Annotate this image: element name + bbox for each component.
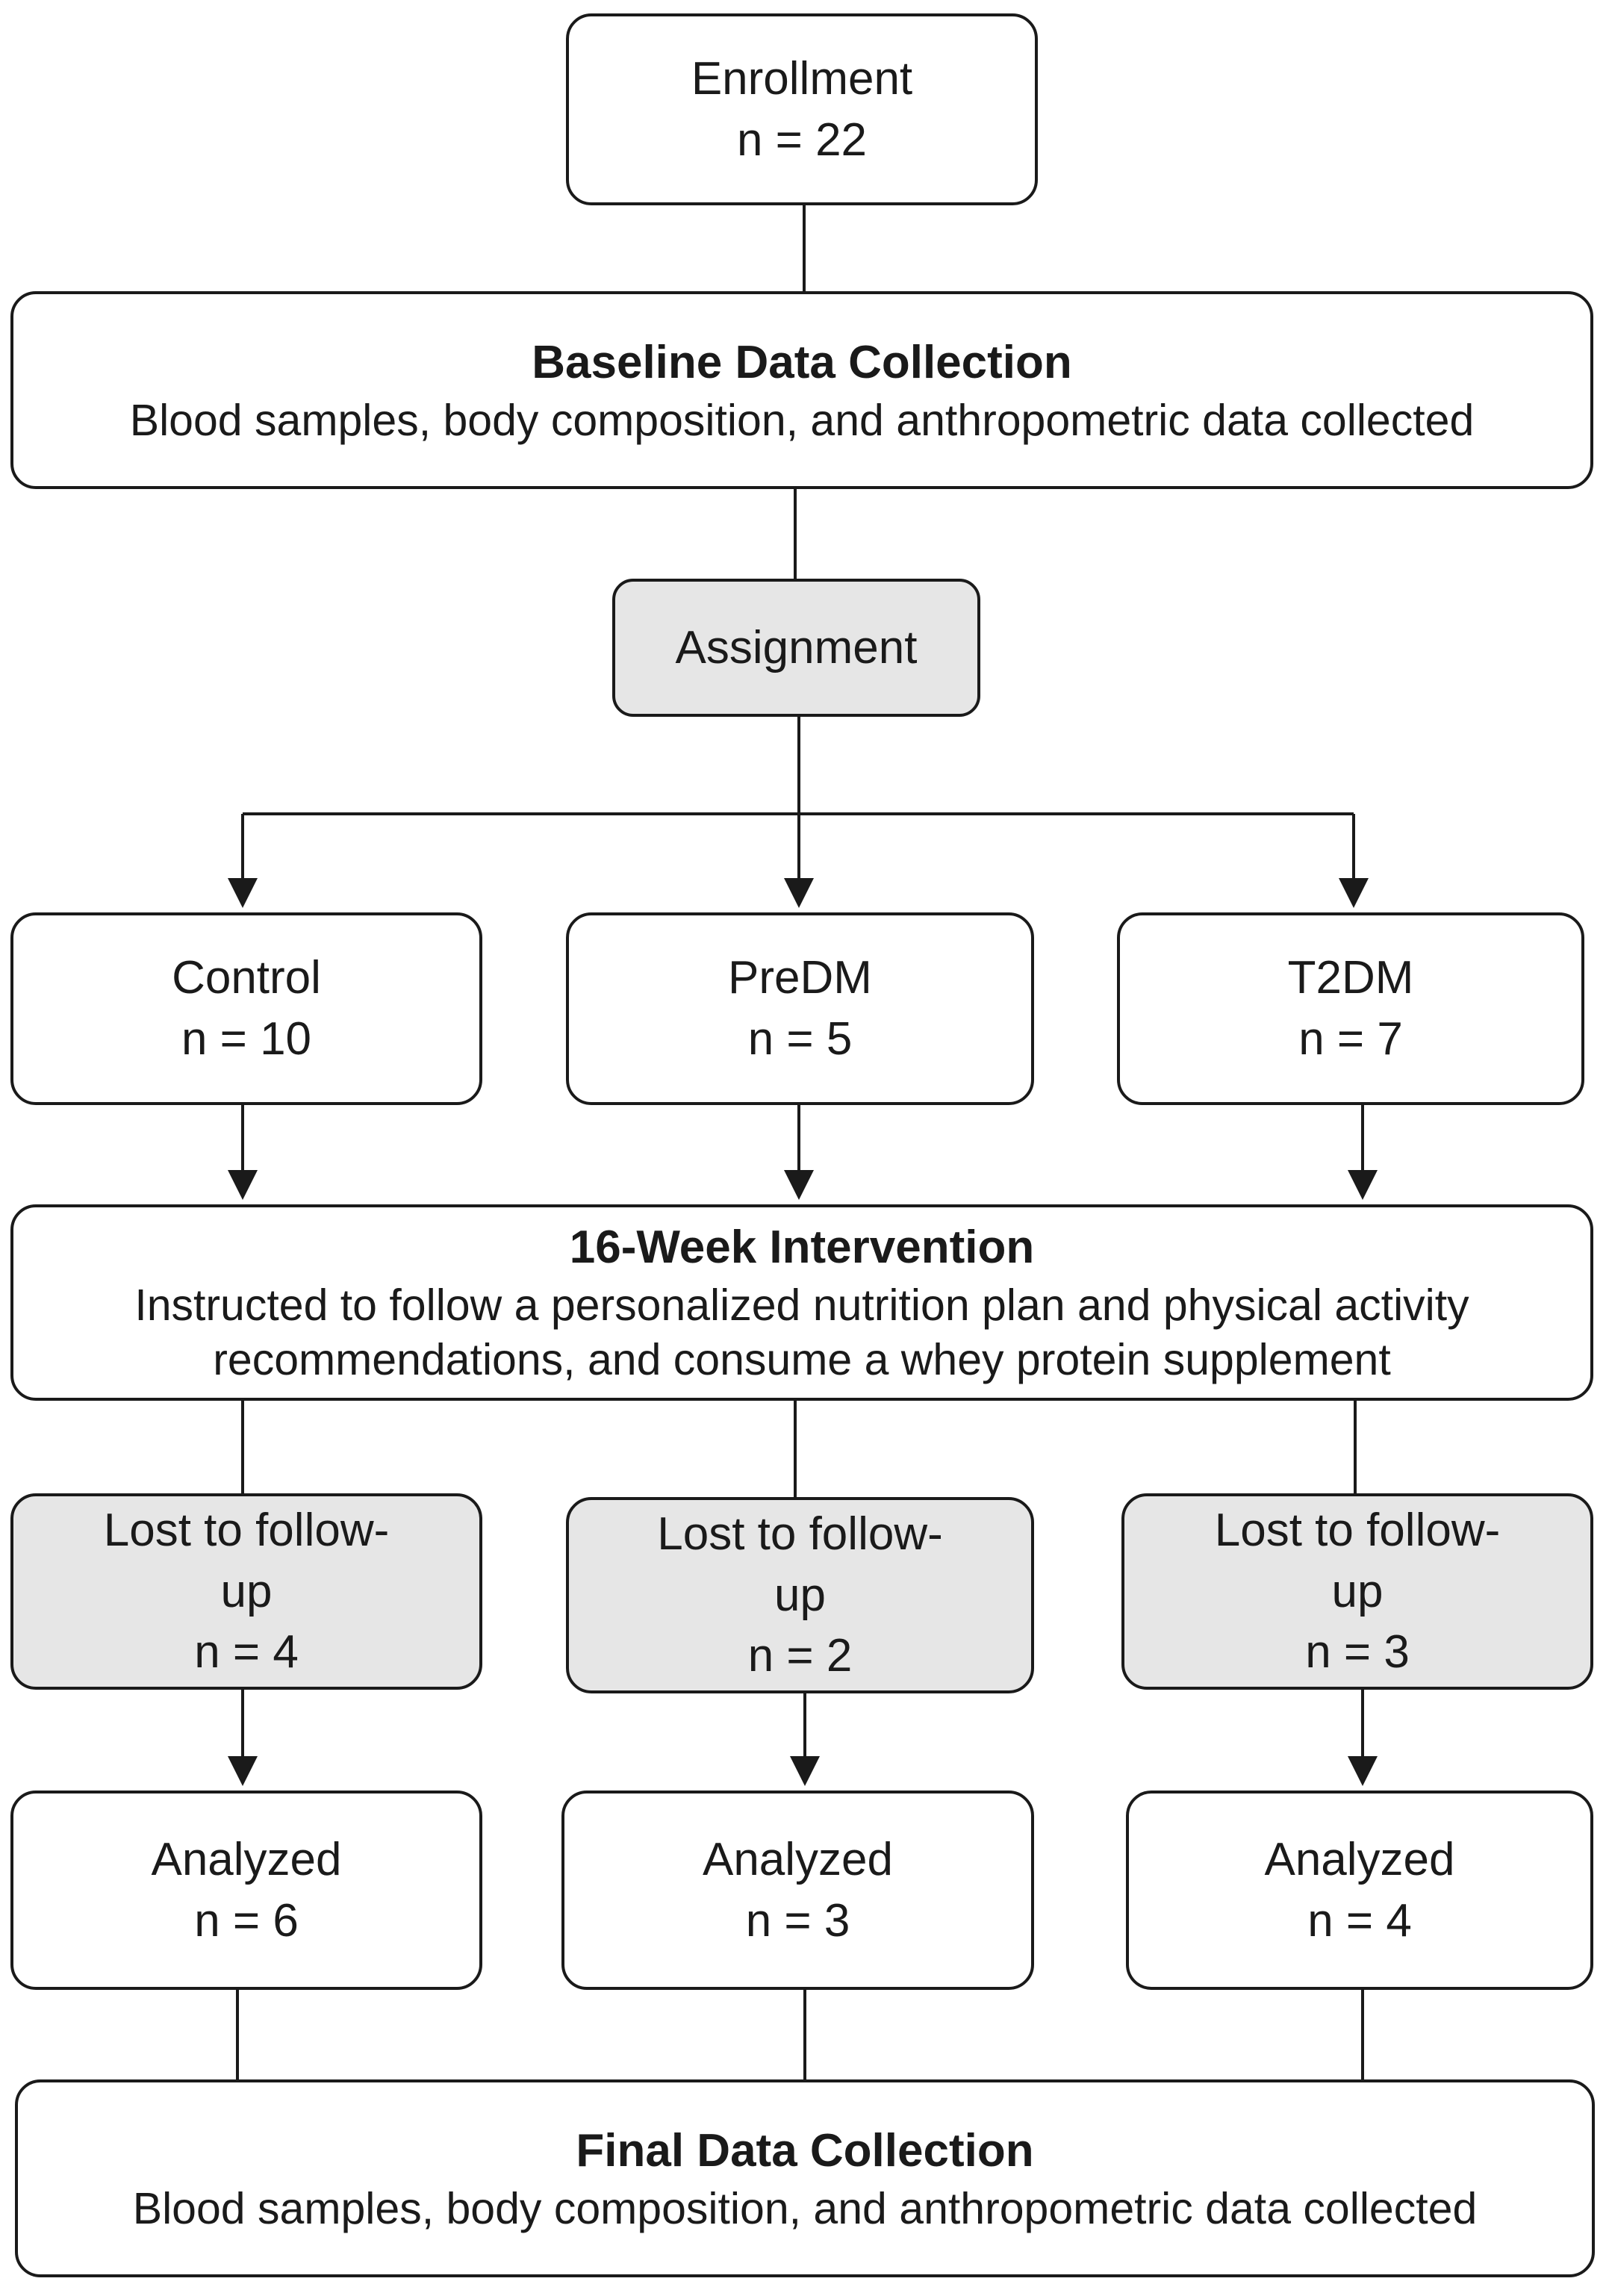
final-title: Final Data Collection <box>576 2124 1034 2177</box>
analyzed-count: n = 6 <box>194 1894 299 1947</box>
baseline-box: Baseline Data Collection Blood samples, … <box>10 291 1593 489</box>
final-description: Blood samples, body composition, and ant… <box>132 2183 1478 2233</box>
group-count: n = 5 <box>747 1013 853 1065</box>
group-count: n = 10 <box>181 1013 312 1065</box>
lost-label-line1: Lost to follow- <box>657 1508 943 1560</box>
assignment-label: Assignment <box>675 621 918 673</box>
lost-label-line1: Lost to follow- <box>1214 1504 1501 1556</box>
group-label: PreDM <box>728 952 872 1004</box>
group-box-t2dm: T2DM n = 7 <box>1117 912 1584 1105</box>
intervention-box: 16-Week Intervention Instructed to follo… <box>10 1204 1593 1401</box>
analyzed-count: n = 4 <box>1307 1894 1412 1947</box>
analyzed-box-t2dm: Analyzed n = 4 <box>1126 1791 1593 1990</box>
analyzed-label: Analyzed <box>151 1833 342 1885</box>
lost-box-predm: Lost to follow- up n = 2 <box>566 1497 1034 1693</box>
analyzed-label: Analyzed <box>702 1833 894 1885</box>
enrollment-count: n = 22 <box>736 113 868 166</box>
lost-box-control: Lost to follow- up n = 4 <box>10 1493 482 1690</box>
lost-count: n = 3 <box>1305 1626 1410 1679</box>
baseline-title: Baseline Data Collection <box>532 336 1072 388</box>
enrollment-label: Enrollment <box>691 52 913 105</box>
group-label: T2DM <box>1287 952 1414 1004</box>
lost-label-line2: up <box>774 1569 826 1621</box>
baseline-description: Blood samples, body composition, and ant… <box>129 395 1475 445</box>
intervention-description-line1: Instructed to follow a personalized nutr… <box>134 1280 1469 1330</box>
analyzed-box-predm: Analyzed n = 3 <box>561 1791 1034 1990</box>
group-box-control: Control n = 10 <box>10 912 482 1105</box>
lost-box-t2dm: Lost to follow- up n = 3 <box>1121 1493 1593 1690</box>
group-box-predm: PreDM n = 5 <box>566 912 1034 1105</box>
analyzed-count: n = 3 <box>745 1894 850 1947</box>
final-box: Final Data Collection Blood samples, bod… <box>15 2079 1595 2277</box>
group-count: n = 7 <box>1298 1013 1403 1065</box>
intervention-description-line2: recommendations, and consume a whey prot… <box>213 1335 1391 1385</box>
lost-count: n = 2 <box>747 1630 853 1682</box>
lost-label-line2: up <box>1331 1565 1384 1617</box>
lost-label-line2: up <box>220 1565 273 1617</box>
enrollment-box: Enrollment n = 22 <box>566 13 1038 205</box>
intervention-title: 16-Week Intervention <box>569 1221 1035 1273</box>
lost-label-line1: Lost to follow- <box>103 1504 390 1556</box>
assignment-box: Assignment <box>612 579 980 717</box>
group-label: Control <box>172 952 321 1004</box>
analyzed-label: Analyzed <box>1264 1833 1455 1885</box>
analyzed-box-control: Analyzed n = 6 <box>10 1791 482 1990</box>
lost-count: n = 4 <box>194 1626 299 1679</box>
